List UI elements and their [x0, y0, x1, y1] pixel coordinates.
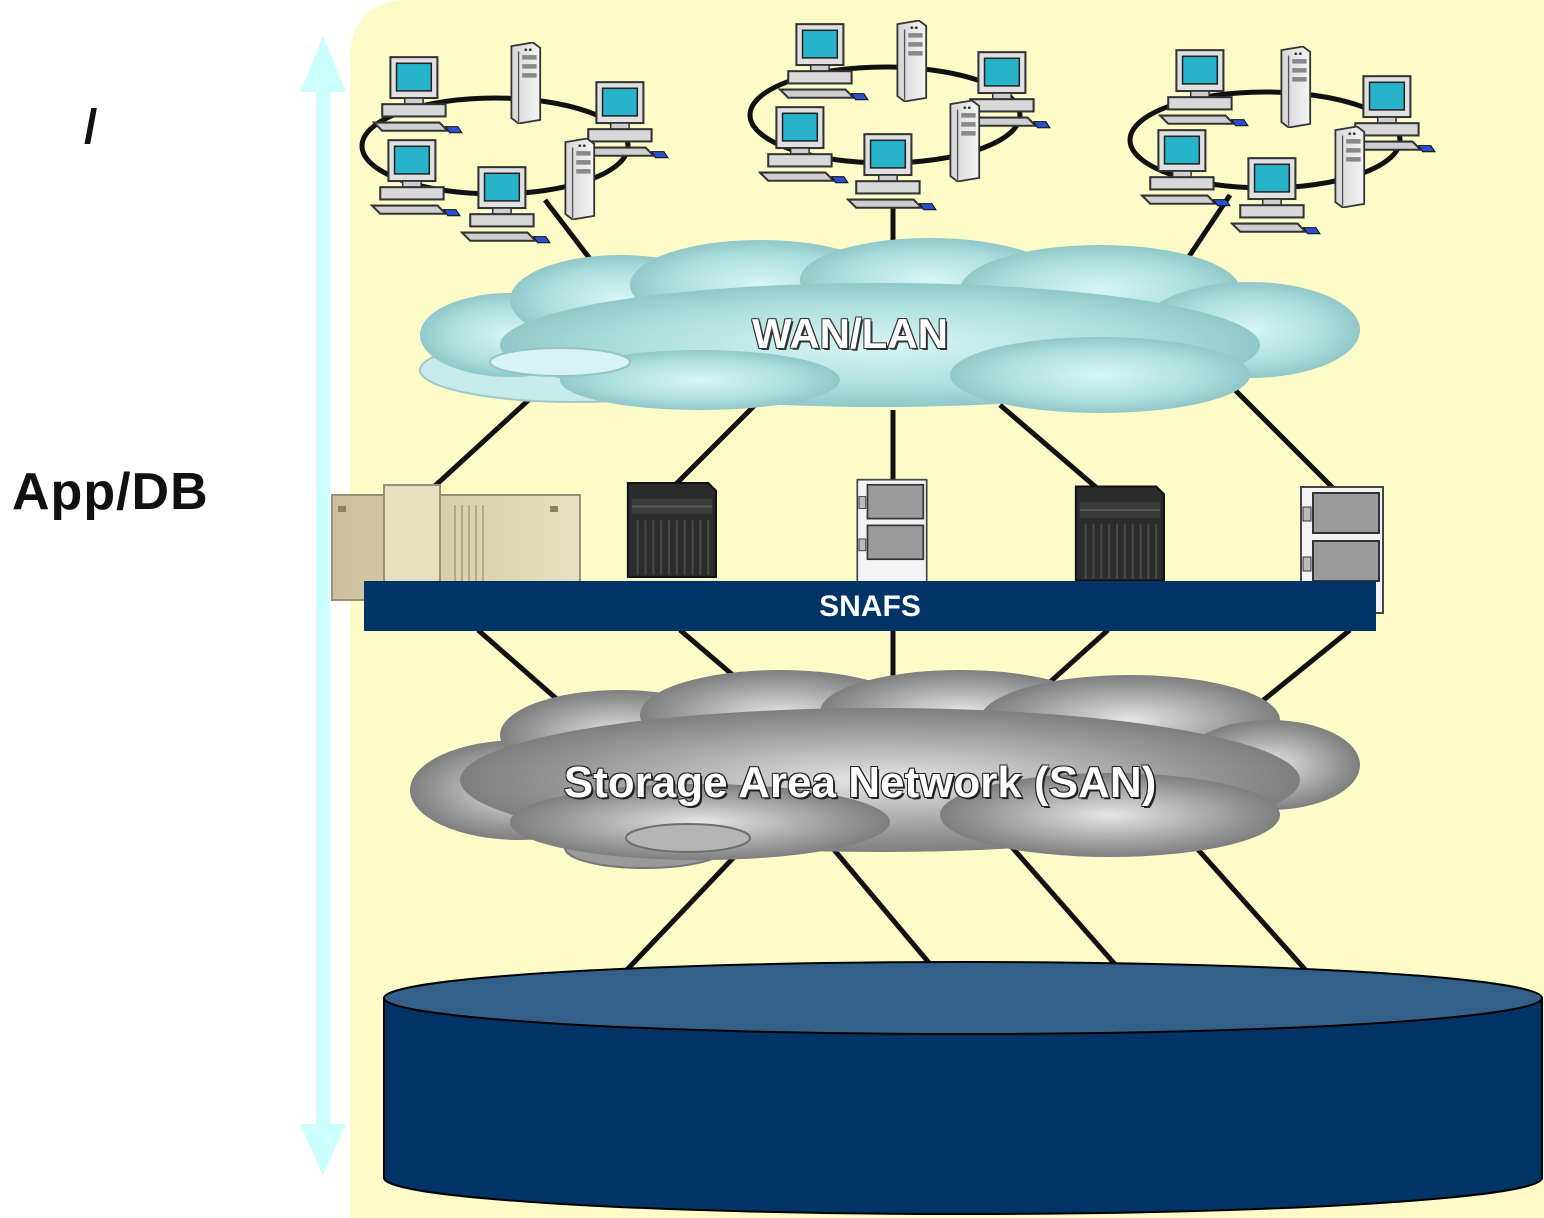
layer-label-app-db: App/DB	[12, 463, 209, 521]
snafs-bar: SNAFS	[364, 581, 1376, 631]
lan-ring-left	[359, 42, 669, 244]
storage-array-icon	[856, 478, 928, 588]
tower-server-icon	[510, 42, 542, 124]
storage-cylinder	[383, 961, 1543, 1215]
wan-cloud	[419, 238, 1360, 413]
lan-ring-middle	[747, 20, 1051, 211]
tower-server-icon	[949, 100, 981, 182]
rack-server-icon	[626, 481, 718, 579]
vertical-scale-arrow	[300, 36, 346, 1176]
layer-label-top: /	[84, 101, 98, 154]
lan-ring-right	[1127, 46, 1436, 235]
tower-server-icon	[1334, 126, 1366, 208]
tower-server-icon	[896, 20, 928, 102]
tower-server-icon	[1280, 46, 1312, 128]
tower-server-icon	[564, 138, 596, 220]
wan-lan-label: WAN/LAN	[752, 310, 948, 357]
san-cloud	[410, 670, 1360, 869]
rack-server-icon	[1074, 485, 1166, 582]
san-label: Storage Area Network (SAN)	[563, 758, 1157, 807]
